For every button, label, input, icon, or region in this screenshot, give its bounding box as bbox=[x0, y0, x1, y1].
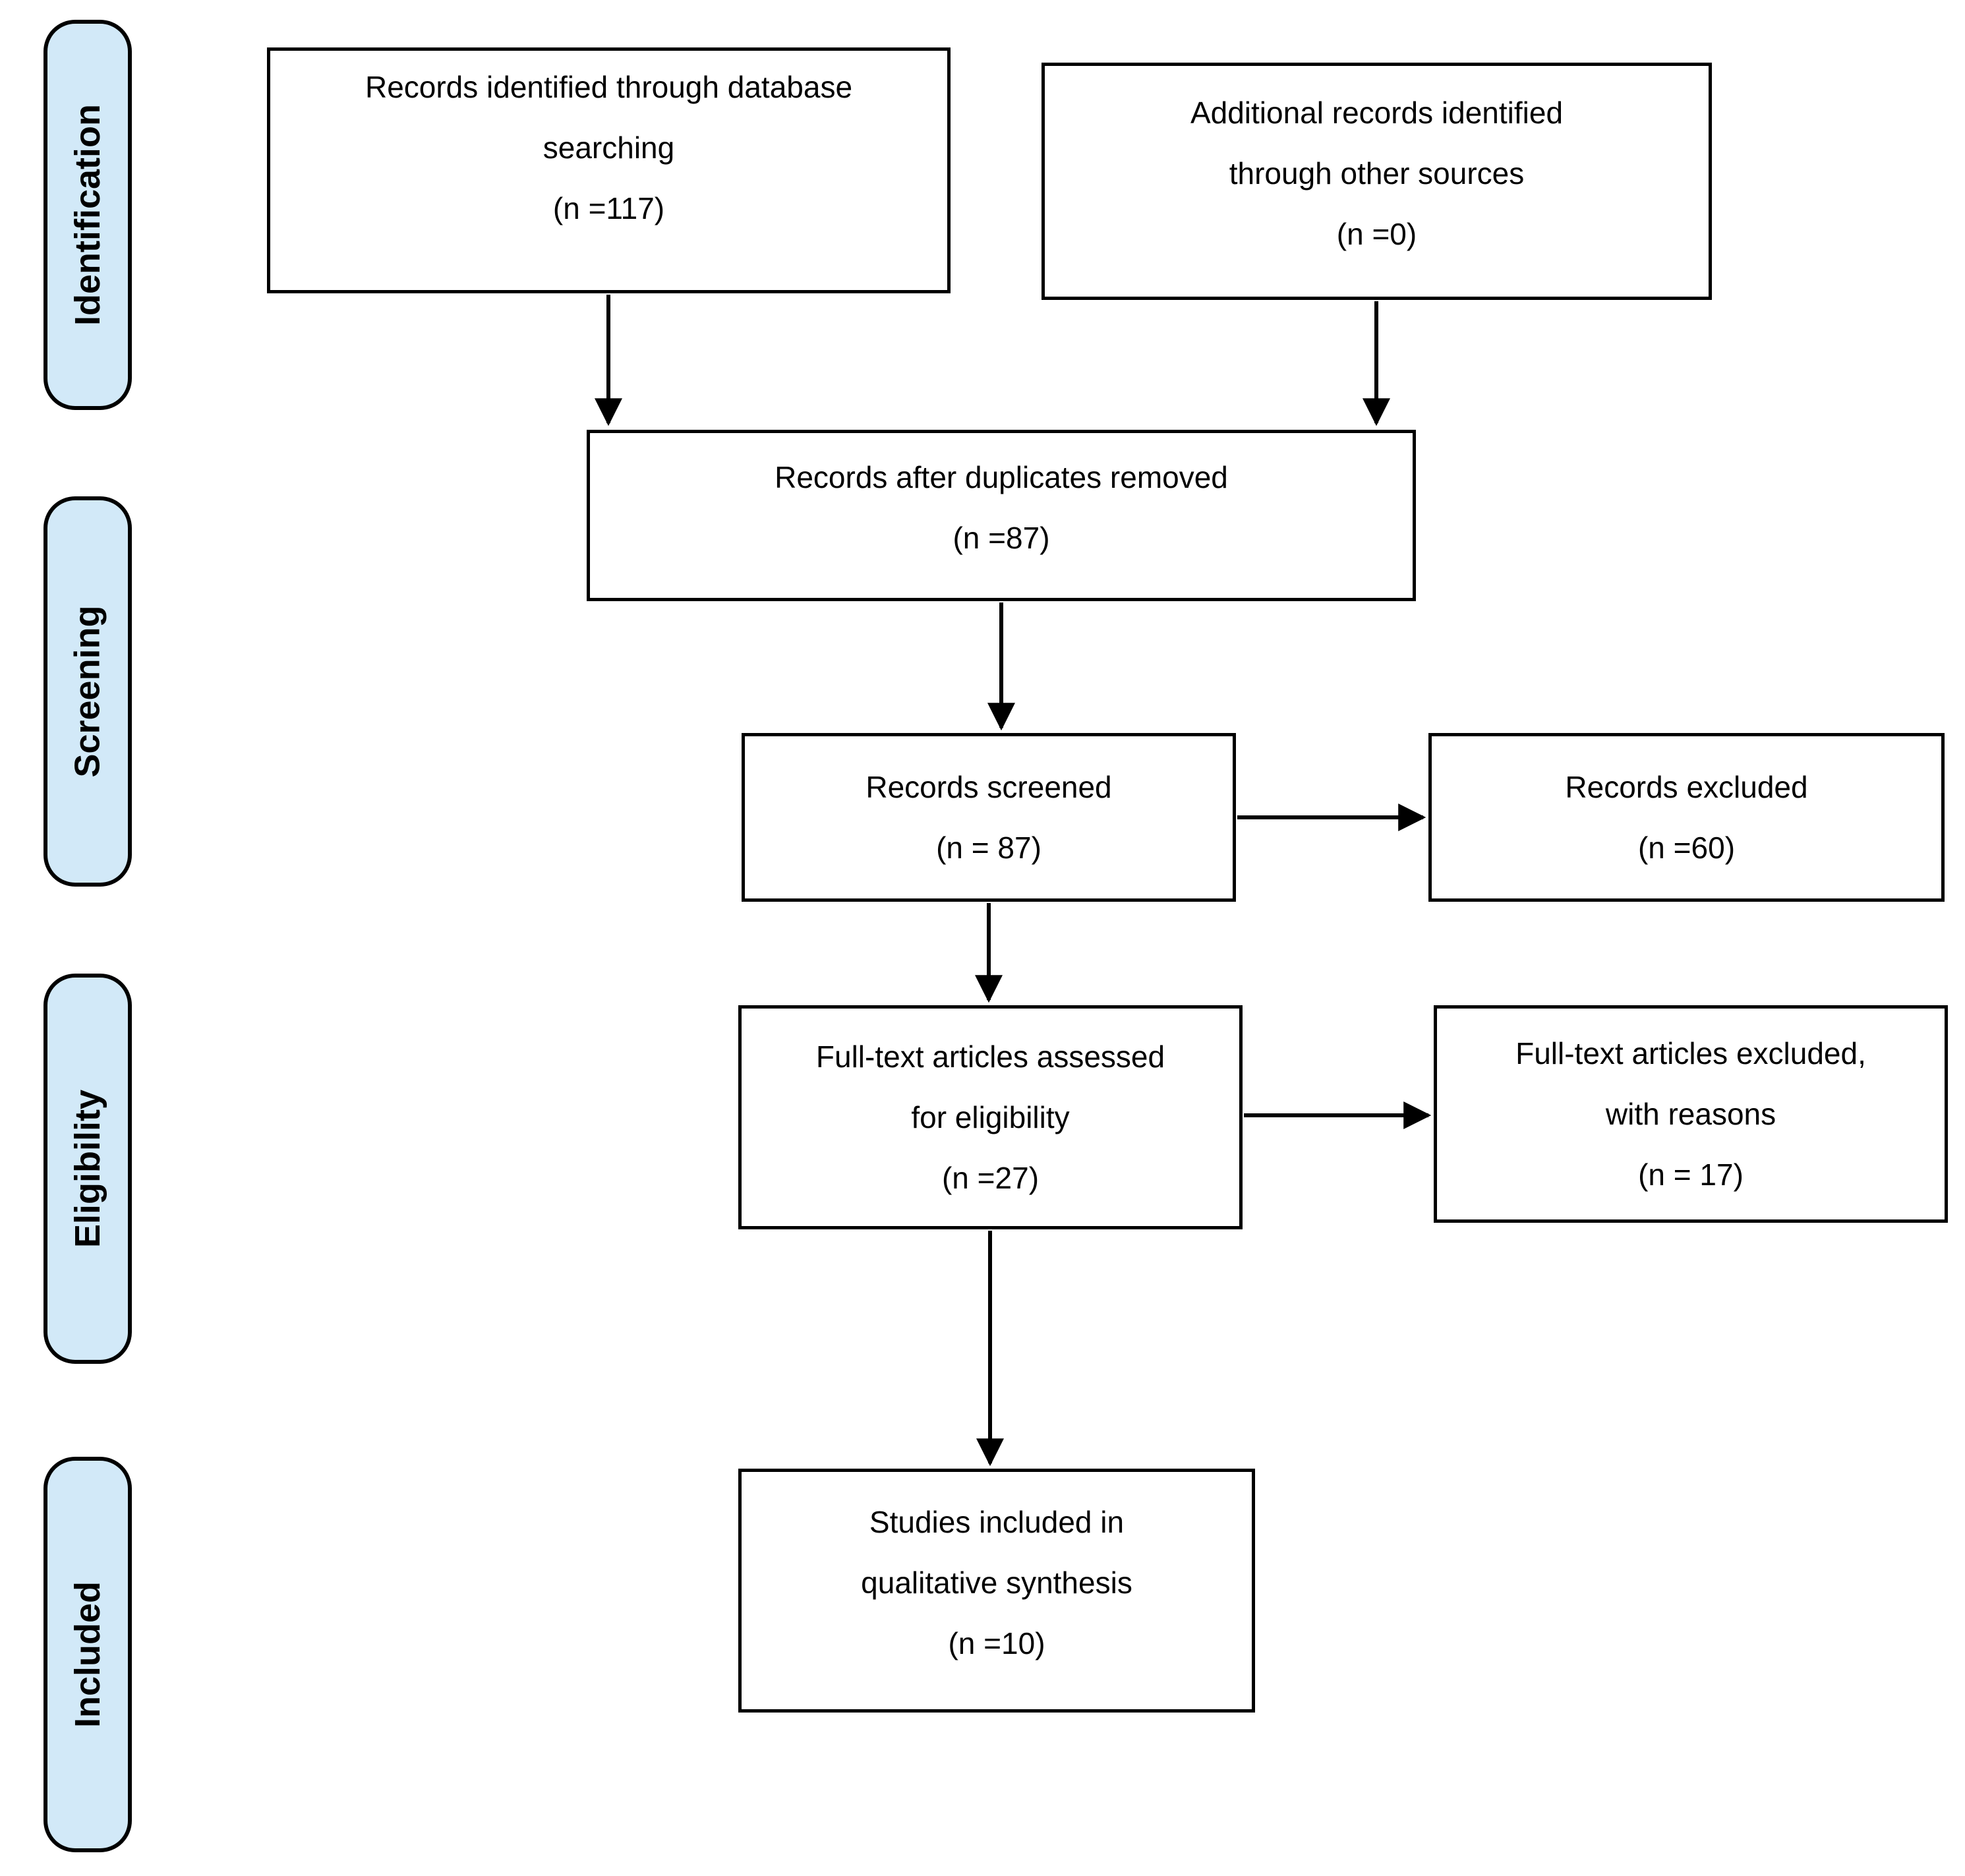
fulltext-excluded-count: (n = 17) bbox=[1638, 1158, 1744, 1192]
records-screened-count: (n = 87) bbox=[936, 831, 1041, 865]
stage-eligibility: Eligibility bbox=[44, 974, 132, 1364]
stage-screening: Screening bbox=[44, 496, 132, 887]
box-fulltext-assessed: Full-text articles assessed for eligibil… bbox=[738, 1005, 1243, 1229]
fulltext-excluded-line2: with reasons bbox=[1605, 1097, 1776, 1131]
fulltext-excluded-line1: Full-text articles excluded, bbox=[1515, 1036, 1866, 1070]
additional-records-line1: Additional records identified bbox=[1190, 96, 1564, 130]
additional-records-count: (n =0) bbox=[1336, 217, 1417, 251]
records-identified-count: (n =117) bbox=[552, 191, 665, 225]
fulltext-assessed-count: (n =27) bbox=[941, 1161, 1040, 1195]
box-records-identified: Records identified through database sear… bbox=[267, 47, 951, 293]
box-studies-included: Studies included in qualitative synthesi… bbox=[738, 1469, 1255, 1713]
stage-included: Included bbox=[44, 1457, 132, 1852]
fulltext-assessed-line1: Full-text articles assessed bbox=[815, 1040, 1165, 1074]
records-excluded-count: (n =60) bbox=[1637, 831, 1736, 865]
fulltext-assessed-line2: for eligibility bbox=[911, 1100, 1070, 1134]
studies-included-count: (n =10) bbox=[948, 1626, 1045, 1660]
duplicates-removed-count: (n =87) bbox=[953, 521, 1050, 555]
duplicates-removed-line1: Records after duplicates removed bbox=[775, 460, 1228, 494]
records-identified-line2: searching bbox=[543, 130, 675, 165]
studies-included-line1: Studies included in bbox=[869, 1505, 1125, 1539]
records-excluded-line1: Records excluded bbox=[1565, 770, 1808, 804]
box-additional-records: Additional records identified through ot… bbox=[1041, 63, 1712, 300]
box-fulltext-excluded: Full-text articles excluded, with reason… bbox=[1434, 1005, 1948, 1223]
stage-eligibility-label: Eligibility bbox=[68, 1089, 107, 1248]
studies-included-line2: qualitative synthesis bbox=[861, 1566, 1132, 1600]
stage-included-label: Included bbox=[68, 1581, 108, 1728]
stage-identification: Identification bbox=[44, 20, 132, 410]
box-records-screened: Records screened (n = 87) bbox=[742, 733, 1236, 902]
stage-screening-label: Screening bbox=[68, 605, 107, 778]
records-identified-line1: Records identified through database bbox=[365, 69, 853, 104]
additional-records-line2: through other sources bbox=[1229, 156, 1525, 191]
box-duplicates-removed: Records after duplicates removed (n =87) bbox=[587, 430, 1416, 601]
box-records-excluded: Records excluded (n =60) bbox=[1428, 733, 1945, 902]
records-screened-line1: Records screened bbox=[865, 770, 1112, 804]
stage-identification-label: Identification bbox=[68, 104, 107, 326]
